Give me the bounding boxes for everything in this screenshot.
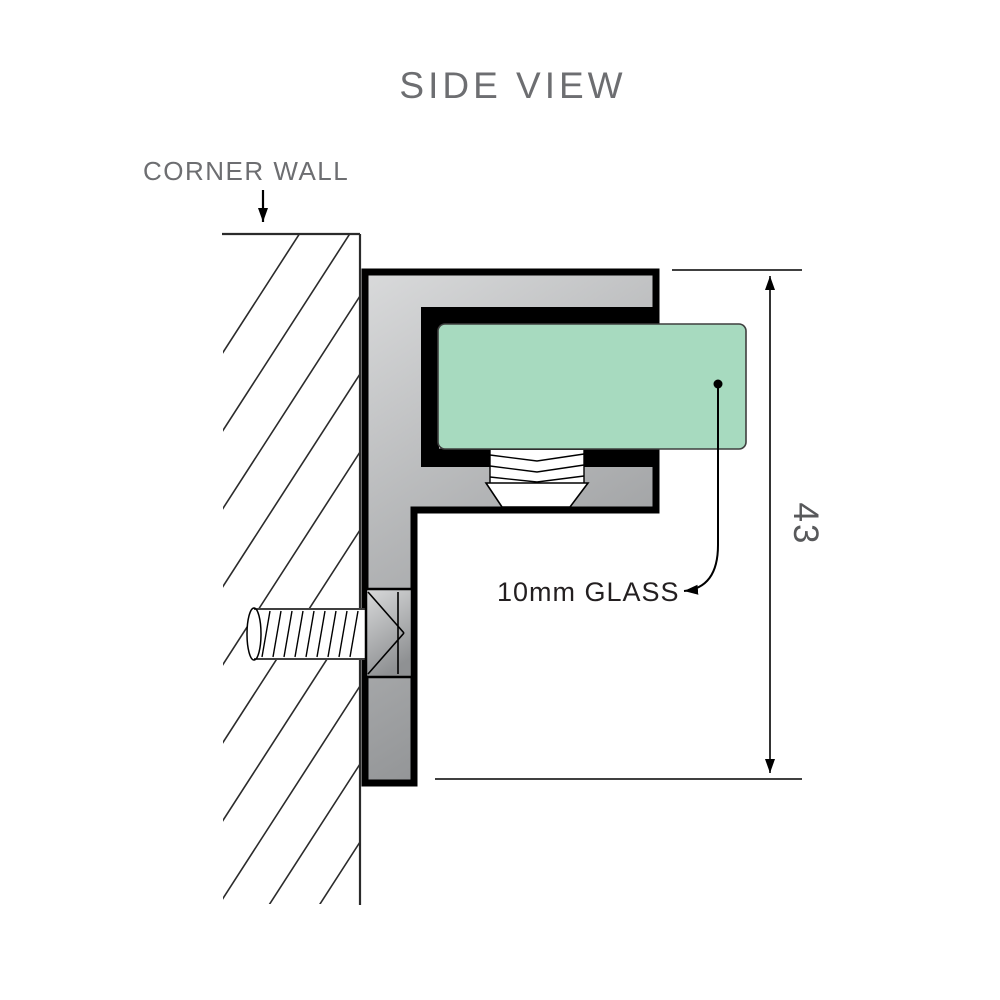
glass-panel [437, 323, 747, 450]
wall-outline [222, 232, 362, 905]
dimension-43: 43 [435, 269, 825, 780]
wall-hatching [223, 234, 359, 904]
glass-label: 10mm GLASS [497, 577, 680, 607]
corner-wall-label: CORNER WALL [143, 156, 349, 186]
dimension-value: 43 [786, 503, 825, 546]
wall-screw [246, 607, 368, 661]
glass-callout-arrow [683, 388, 719, 595]
grub-screw [484, 450, 590, 508]
glass-callout-dot [713, 379, 723, 389]
glass-callout: 10mm GLASS [497, 379, 723, 607]
screw-head [364, 587, 414, 679]
page-title: SIDE VIEW [399, 65, 626, 106]
